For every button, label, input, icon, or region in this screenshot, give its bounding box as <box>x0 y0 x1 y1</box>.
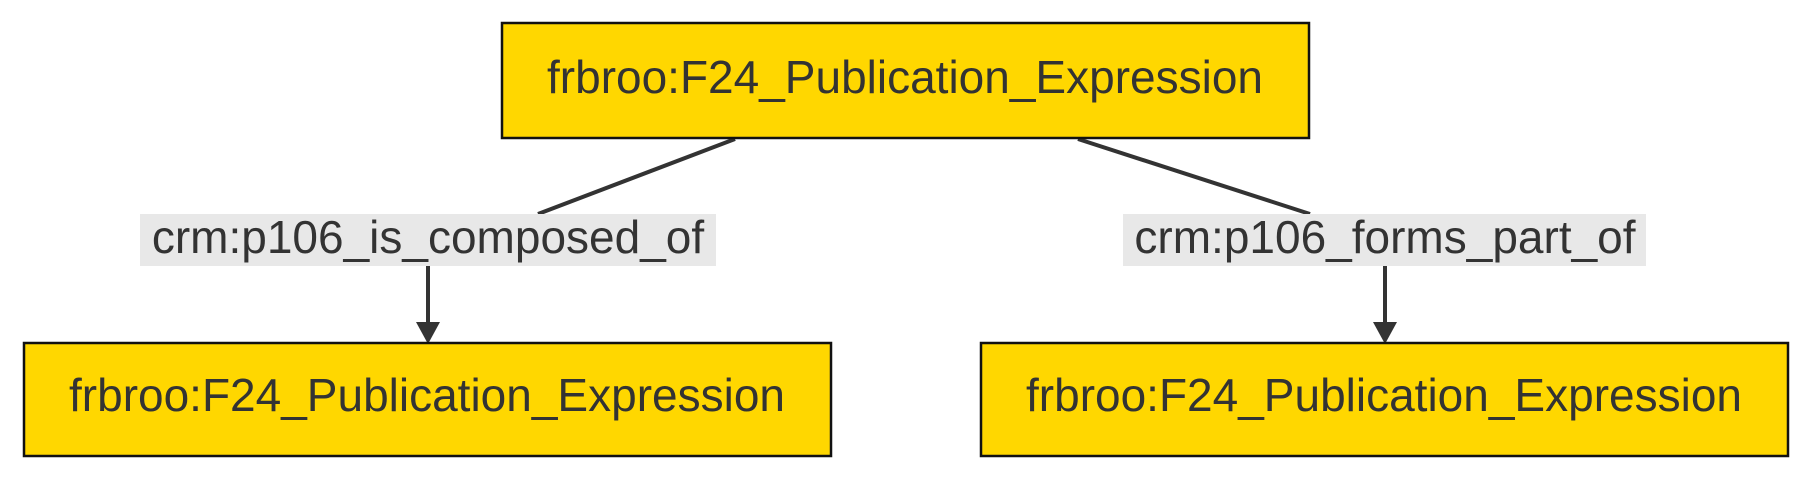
node-right-child-label: frbroo:F24_Publication_Expression <box>1026 369 1742 421</box>
node-root-box[interactable] <box>500 21 1311 140</box>
node-left-child-label: frbroo:F24_Publication_Expression <box>69 369 785 421</box>
node-right-child[interactable]: frbroo:F24_Publication_Expression <box>979 341 1790 458</box>
edge-line-left <box>537 137 736 216</box>
edge-label-left: crm:p106_is_composed_of <box>140 211 716 266</box>
node-left-child-box[interactable] <box>22 341 833 458</box>
edge-line-right <box>1077 137 1311 216</box>
node-root[interactable]: frbroo:F24_Publication_Expression <box>500 21 1311 140</box>
edge-label-right-bg <box>1123 214 1646 266</box>
arrow-head-right-icon <box>1373 322 1397 344</box>
arrow-head-left-icon <box>416 322 440 344</box>
edge-label-left-bg <box>140 214 716 266</box>
edge-label-left-text: crm:p106_is_composed_of <box>152 211 705 263</box>
edge-label-right: crm:p106_forms_part_of <box>1123 211 1646 266</box>
node-right-child-box[interactable] <box>979 341 1790 458</box>
edge-root-to-right <box>1077 137 1397 344</box>
edge-label-right-text: crm:p106_forms_part_of <box>1134 211 1635 263</box>
node-left-child[interactable]: frbroo:F24_Publication_Expression <box>22 341 833 458</box>
node-root-label: frbroo:F24_Publication_Expression <box>547 51 1263 103</box>
edge-root-to-left <box>416 137 736 344</box>
